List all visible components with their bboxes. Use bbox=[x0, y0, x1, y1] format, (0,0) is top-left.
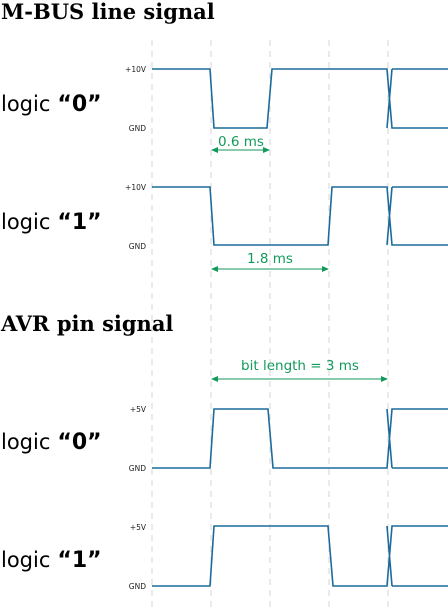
arrow-head-left bbox=[211, 266, 218, 272]
arrow-head-right bbox=[263, 147, 270, 153]
logic-value-one: “1” bbox=[57, 210, 101, 235]
logic-word: logic bbox=[1, 92, 50, 116]
logic-value-one: “1” bbox=[57, 548, 101, 573]
logic-word: logic bbox=[1, 430, 50, 454]
bit-length-label: bit length = 3 ms bbox=[241, 358, 359, 374]
bit-length-dimension bbox=[211, 376, 388, 382]
mbus-one-width-label: 1.8 ms bbox=[247, 251, 293, 267]
mbus-logic-0-label: logic “0” bbox=[1, 92, 102, 117]
mbus-logic-1-label: logic “1” bbox=[1, 210, 102, 235]
mbus-zero-width-dimension bbox=[211, 147, 270, 153]
time-grid bbox=[151, 40, 389, 612]
logic-word: logic bbox=[1, 548, 50, 572]
avr-logic-0-waveform bbox=[152, 408, 448, 469]
avr-logic-1-label: logic “1” bbox=[1, 548, 102, 573]
avr-high-level-label: +5V bbox=[130, 405, 147, 414]
mbus-one-width-dimension bbox=[211, 266, 329, 272]
logic-value-zero: “0” bbox=[57, 92, 101, 117]
arrow-head-right bbox=[322, 266, 329, 272]
avr-logic-1-waveform bbox=[152, 525, 448, 587]
logic-value-zero: “0” bbox=[57, 430, 101, 455]
arrow-head-left bbox=[211, 376, 218, 382]
mbus-logic-1-waveform bbox=[152, 186, 448, 246]
arrow-head-right bbox=[381, 376, 388, 382]
mbus-logic-0-waveform bbox=[152, 68, 448, 129]
gnd-level-label: GND bbox=[129, 242, 146, 251]
avr-logic-0-label: logic “0” bbox=[1, 430, 102, 455]
mbus-high-level-label: +10V bbox=[125, 183, 147, 192]
logic-word: logic bbox=[1, 210, 50, 234]
mbus-high-level-label: +10V bbox=[125, 65, 147, 74]
gnd-level-label: GND bbox=[129, 582, 146, 591]
mbus-section-title: M-BUS line signal bbox=[1, 0, 215, 24]
avr-section-title: AVR pin signal bbox=[0, 311, 173, 336]
gnd-level-label: GND bbox=[129, 124, 146, 133]
mbus-zero-width-label: 0.6 ms bbox=[218, 134, 264, 150]
avr-high-level-label: +5V bbox=[130, 523, 147, 532]
gnd-level-label: GND bbox=[129, 464, 146, 473]
arrow-head-left bbox=[211, 147, 218, 153]
